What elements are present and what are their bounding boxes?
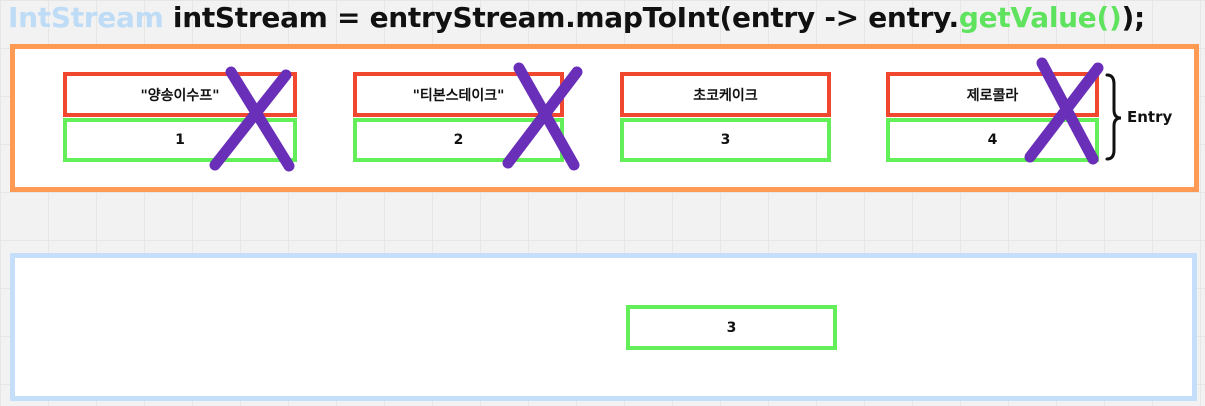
code-middle-token: intStream = entryStream.mapToInt(entry -… bbox=[163, 1, 959, 34]
code-type-token: IntStream bbox=[8, 1, 164, 34]
code-method-token: getValue() bbox=[958, 1, 1122, 34]
code-end-token: ); bbox=[1121, 1, 1145, 34]
entry-key-cell: "양송이수프" bbox=[63, 72, 297, 117]
entry-value-cell: 2 bbox=[353, 118, 564, 162]
entry-value-cell: 3 bbox=[620, 118, 831, 162]
int-stream-panel bbox=[10, 253, 1197, 401]
entry-value-cell: 4 bbox=[886, 118, 1099, 162]
entry-key-cell: 초코케이크 bbox=[620, 72, 831, 117]
result-value-cell: 3 bbox=[626, 305, 837, 350]
entry-key-cell: 제로콜라 bbox=[886, 72, 1099, 117]
entry-value-cell: 1 bbox=[63, 118, 297, 162]
entry-key-cell: "티본스테이크" bbox=[353, 72, 564, 117]
entry-brace-label: Entry bbox=[1127, 108, 1173, 126]
code-line: IntStream intStream = entryStream.mapToI… bbox=[8, 0, 1145, 36]
